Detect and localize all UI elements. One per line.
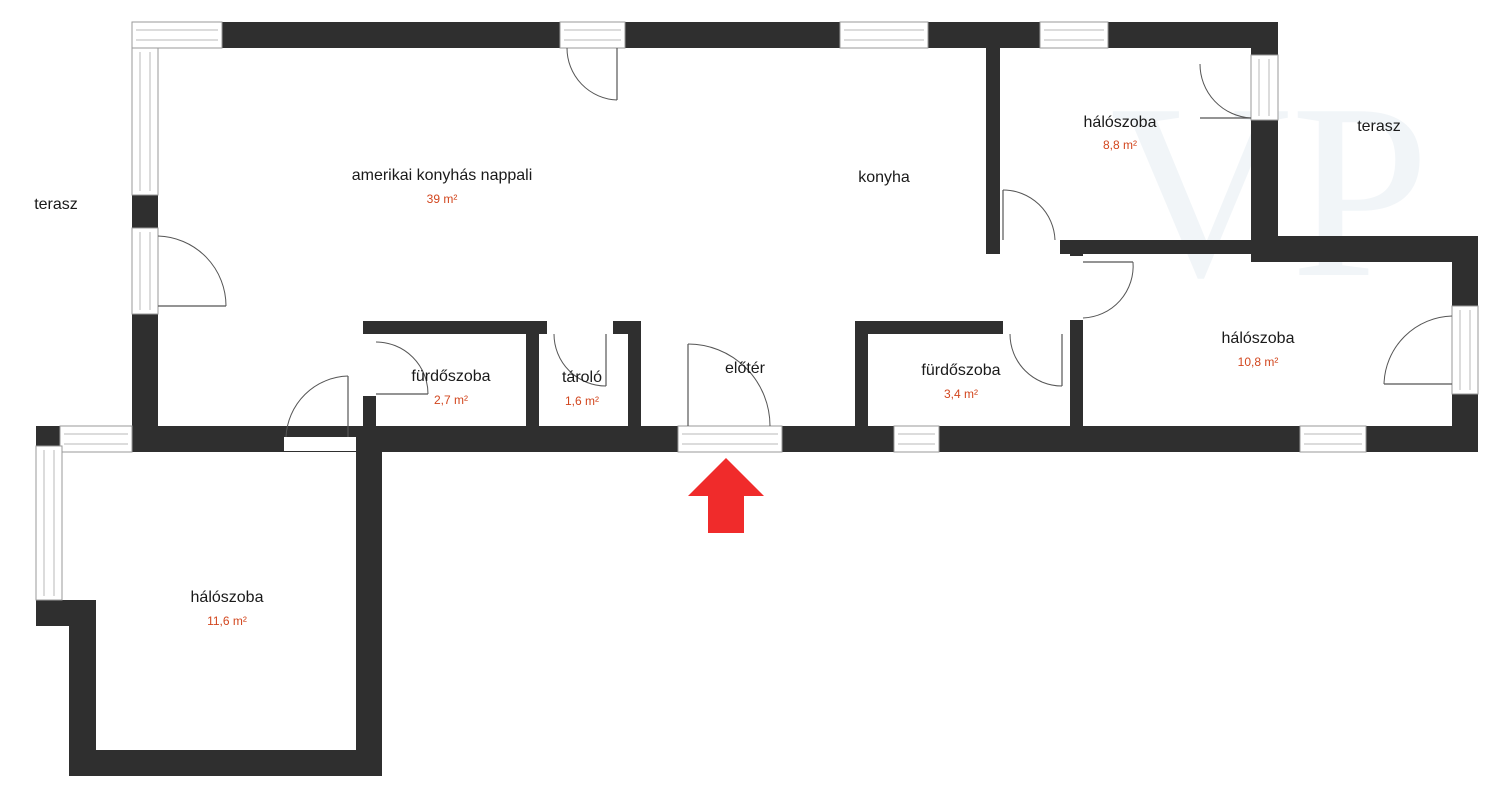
walls [36,22,1478,776]
label-living-name: amerikai konyhás nappali [352,167,533,184]
door-bedroom-left [285,375,349,438]
windows [35,21,1479,601]
window-bedroom-right-right [1451,305,1479,395]
label-bedroom-top-area: 8,8 m² [1103,138,1137,152]
wall-bedroom-top-left [986,22,1000,254]
window-top-1 [131,21,223,49]
window-top-2 [559,21,626,49]
wall-bedroom-left-right [356,426,382,776]
window-left-2 [131,227,159,315]
label-kitchen-name: konyha [858,169,910,186]
door-living-top [566,47,618,101]
label-storage-area: 1,6 m² [565,394,599,408]
label-terrace-right: terasz [1357,118,1401,135]
window-bedroom-left-side [35,445,63,601]
window-bedroom-left-top [59,425,133,453]
door-bathroom-1 [375,341,429,395]
door-bedroom-top [1002,189,1056,241]
door-bedroom-top-terrace [1199,63,1252,119]
window-top-3 [839,21,929,49]
label-bedroom-right-area: 10,8 m² [1238,355,1279,369]
wall-top-right [986,22,1278,48]
label-bathroom-1-name: fürdőszoba [411,368,490,385]
door-living-terrace [157,235,227,307]
window-top-4 [1039,21,1109,49]
window-bedroom-top-right [1250,54,1279,121]
entrance-door-frame [677,425,783,453]
door-bedroom-right-window [1383,315,1453,385]
window-bottom-bath2 [893,425,940,453]
window-bottom-bedroom-right [1299,425,1367,453]
label-bathroom-2-area: 3,4 m² [944,387,978,401]
label-terrace-left: terasz [34,196,78,213]
wall-bath1-storage-divider [526,321,539,452]
label-bedroom-left-name: hálószoba [191,589,264,606]
door-bathroom-2 [1009,333,1063,387]
window-left-1 [131,47,159,196]
wall-bedroom-left-bottom [69,750,382,776]
wall-bedroom-left-left-lower [69,600,96,776]
room-labels: amerikai konyhás nappali 39 m² konyha há… [34,114,1401,628]
label-storage-name: tároló [562,369,602,386]
label-hall-name: előtér [725,360,766,377]
door-bedroom-right [1082,261,1134,319]
door-entrance [687,343,771,427]
door-openings [284,240,1083,453]
door-storage [553,333,607,387]
wall-storage-right [628,321,641,452]
wall-bath2-left [855,321,868,452]
label-bathroom-2-name: fürdőszoba [921,362,1000,379]
label-bedroom-right-name: hálószoba [1222,330,1295,347]
wall-bedroom-right-top [1251,236,1478,262]
door-swings [157,47,1453,438]
label-bedroom-left-area: 11,6 m² [207,614,247,628]
entrance-arrow-icon [688,458,764,533]
label-living-area: 39 m² [427,192,458,206]
label-bedroom-top-name: hálószoba [1084,114,1157,131]
label-bathroom-1-area: 2,7 m² [434,393,468,407]
